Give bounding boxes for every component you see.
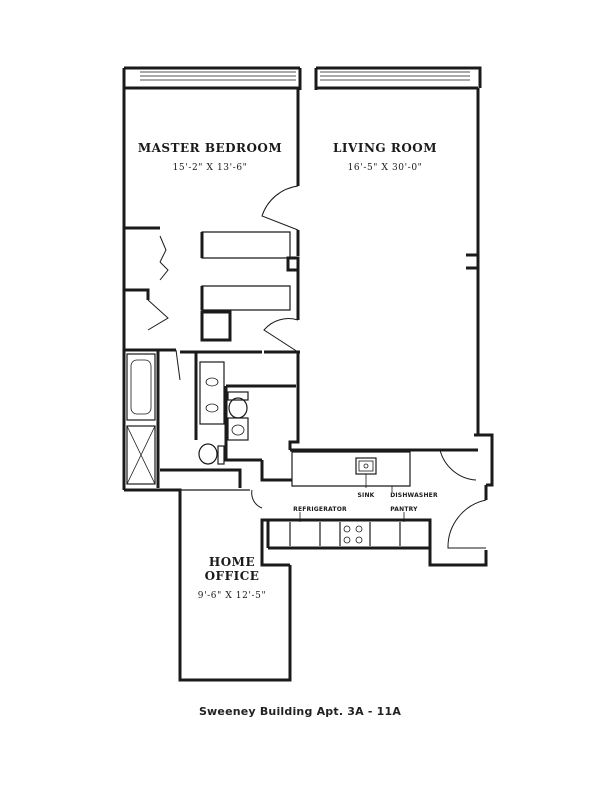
home-office-name-line2: OFFICE <box>205 569 260 583</box>
room-labels: MASTER BEDROOM 15'-2" X 13'-6" LIVING RO… <box>138 141 437 601</box>
windows <box>140 71 470 81</box>
master-bedroom-name: MASTER BEDROOM <box>138 141 282 155</box>
doors <box>147 185 487 549</box>
refrigerator-label: REFRIGERATOR <box>293 506 347 513</box>
plan-caption: Sweeney Building Apt. 3A - 11A <box>198 705 402 718</box>
home-office-dims: 9'-6" X 12'-5" <box>198 591 266 601</box>
master-bedroom-dims: 15'-2" X 13'-6" <box>173 163 248 173</box>
sink-label: SINK <box>357 492 374 499</box>
fixture-labels: SINK DISHWASHER REFRIGERATOR PANTRY <box>293 492 438 513</box>
bathroom-fixtures <box>126 353 249 485</box>
home-office-name-line1: HOME <box>209 555 255 569</box>
pantry-label: PANTRY <box>390 506 418 513</box>
living-room-name: LIVING ROOM <box>333 141 437 155</box>
interior-walls <box>122 88 480 680</box>
living-room-dims: 16'-5" X 30'-0" <box>348 163 423 173</box>
dishwasher-label: DISHWASHER <box>390 492 438 499</box>
kitchen-fixtures <box>299 457 405 544</box>
